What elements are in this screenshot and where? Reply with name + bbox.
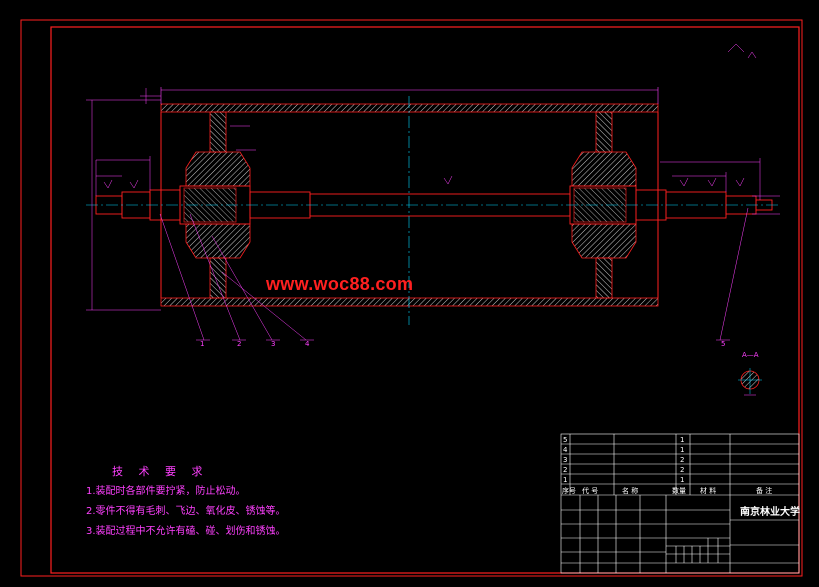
bom-row-qty: 1: [680, 446, 685, 454]
title-block: [560, 433, 800, 574]
technical-requirements: 技 术 要 求 1.装配时各部件要拧紧，防止松动。 2.零件不得有毛刺、飞边、氧…: [86, 462, 286, 542]
bom-row-no: 2: [563, 466, 568, 474]
requirement-item: 3.装配过程中不允许有磕、碰、划伤和锈蚀。: [86, 526, 286, 537]
leader-lines: [159, 207, 749, 341]
balloon-2: 2: [237, 340, 242, 348]
bom-row-qty: 1: [680, 436, 685, 444]
section-view-a-a: [738, 368, 762, 396]
bom-row-qty: 2: [680, 466, 685, 474]
technical-requirements-heading: 技 术 要 求: [112, 465, 209, 478]
left-hub: [185, 111, 251, 299]
bom-row-no: 1: [563, 476, 568, 484]
requirement-item: 2.零件不得有毛刺、飞边、氧化皮、锈蚀等。: [86, 506, 286, 517]
bom-row-no: 4: [563, 446, 568, 454]
bom-header-no: 序号: [562, 487, 576, 495]
bom-header-material: 材 料: [700, 487, 717, 495]
center-lines: [86, 96, 780, 325]
section-label: A—A: [742, 351, 759, 359]
bom-header-qty: 数量: [672, 487, 686, 495]
school-name: 南京林业大学: [740, 507, 800, 518]
bom-header-remark: 备 注: [756, 487, 773, 495]
balloon-3: 3: [271, 340, 276, 348]
dimension-lines: [86, 43, 780, 311]
bom-row-qty: 1: [680, 476, 685, 484]
bom-row-qty: 2: [680, 456, 685, 464]
drawing-frame: [20, 19, 803, 577]
bom-header-code: 代 号: [582, 487, 599, 495]
balloon-1: 1: [200, 340, 205, 348]
bom-row-no: 3: [563, 456, 568, 464]
balloon-4: 4: [305, 340, 310, 348]
balloon-5: 5: [721, 340, 726, 348]
bom-row-no: 5: [563, 436, 568, 444]
bearings: [183, 187, 627, 223]
watermark: www.woc88.com: [266, 274, 414, 294]
roller-shell: [160, 87, 659, 307]
requirement-item: 1.装配时各部件要拧紧，防止松动。: [86, 486, 246, 497]
bom-header-name: 名 称: [622, 487, 639, 495]
right-hub: [571, 111, 637, 299]
